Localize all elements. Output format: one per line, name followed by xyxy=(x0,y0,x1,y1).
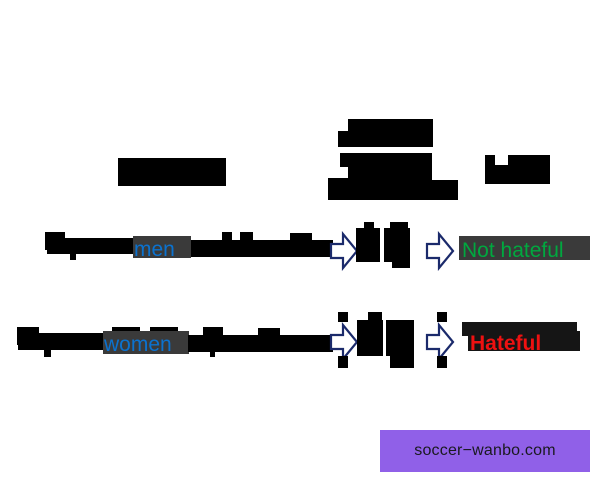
row-women-entity-highlight xyxy=(103,331,189,354)
row-men-text-redaction-b xyxy=(47,238,135,254)
header-block-right-2 xyxy=(508,155,550,165)
row-women-middle-redaction-d xyxy=(368,312,382,322)
row-women-middle-redaction-e xyxy=(390,354,414,368)
row-women-verdict-label: Hateful xyxy=(470,332,542,355)
row-men-text-redaction-e xyxy=(222,232,232,241)
row-men-text-redaction-c xyxy=(70,250,76,260)
row-women-middle-redaction-a xyxy=(357,320,383,356)
header-block-center-top xyxy=(348,119,433,131)
row-women-arrow-2 xyxy=(425,322,455,362)
watermark-text: soccer−wanbo.com xyxy=(414,442,556,459)
row-men-verdict-label: Not hateful xyxy=(462,239,564,262)
row-men-arrow-1 xyxy=(329,231,359,271)
header-block-center-top-2 xyxy=(338,131,433,147)
row-men-text-redaction-g xyxy=(290,233,312,241)
header-block-left xyxy=(118,158,226,186)
row-men-text-redaction-d xyxy=(191,240,333,257)
row-men-arrow-2 xyxy=(425,231,455,271)
row-men-entity-highlight xyxy=(133,236,191,258)
row-women-text-redaction-i xyxy=(210,352,215,357)
header-block-right xyxy=(485,155,495,165)
watermark-badge: soccer−wanbo.com xyxy=(380,430,590,472)
row-men-middle-redaction-d xyxy=(390,222,408,230)
row-women-text-redaction-c xyxy=(44,346,51,357)
row-women-text-redaction-h xyxy=(258,328,280,336)
row-women-arrow-2-redaction-2 xyxy=(437,356,447,368)
header-block-center-bottom-3 xyxy=(328,180,458,200)
row-women-middle-redaction-b xyxy=(386,320,414,356)
header-block-right-3 xyxy=(485,165,550,184)
row-women-text-redaction-g xyxy=(203,327,223,336)
row-men-entity-label: men xyxy=(134,238,175,261)
row-men-middle-redaction-a xyxy=(356,228,380,262)
row-men-middle-redaction-c xyxy=(364,222,374,230)
row-men-verdict-highlight xyxy=(459,236,590,260)
row-women-verdict-highlight-2 xyxy=(468,331,580,351)
row-men-middle-redaction-e xyxy=(392,256,410,268)
row-women-middle-redaction-f xyxy=(338,356,348,368)
row-women-text-redaction-f xyxy=(188,335,333,352)
row-women-arrow-1 xyxy=(329,322,359,362)
header-block-center-middle xyxy=(340,153,432,167)
row-women-text-redaction-b xyxy=(18,333,110,350)
row-women-arrow-2-redaction xyxy=(437,312,447,322)
row-women-entity-label: women xyxy=(104,333,172,356)
row-men-text-redaction-f xyxy=(240,232,253,241)
row-women-middle-redaction-c xyxy=(338,312,348,322)
header-block-center-middle-2 xyxy=(348,167,432,180)
